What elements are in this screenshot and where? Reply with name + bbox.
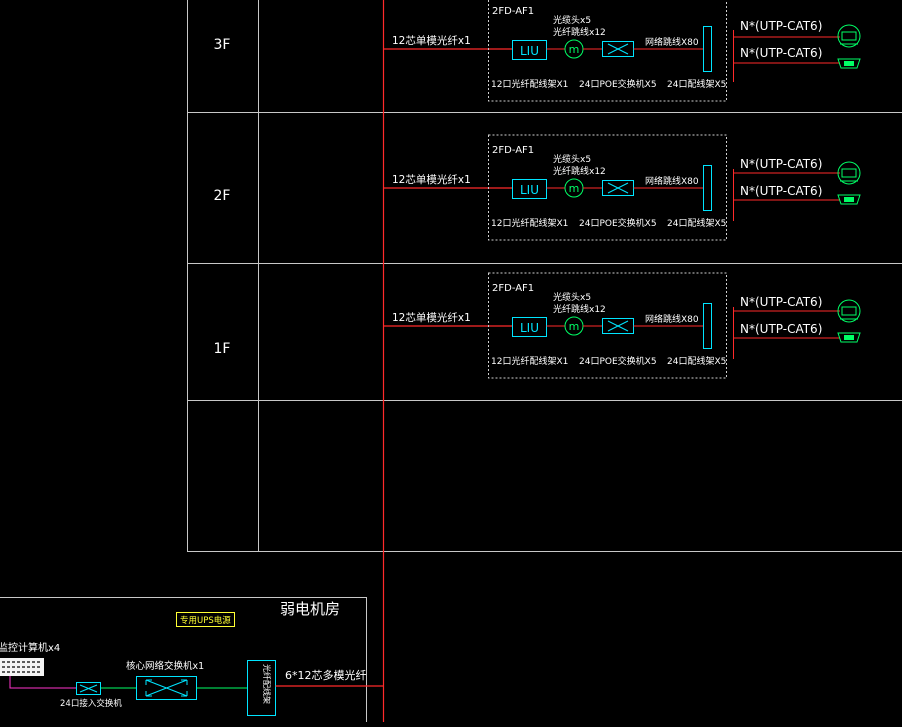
patch-panel-description: 24口配线架X5 xyxy=(667,217,726,229)
fiber-panel-icon xyxy=(247,660,276,716)
poe-cable-label: 网络跳线X80 xyxy=(645,313,699,325)
distribution-box xyxy=(488,0,727,102)
monitor-link-line xyxy=(9,676,76,689)
vertical-bar-icon xyxy=(703,26,712,72)
cross-box-icon xyxy=(76,682,101,695)
jumper-label-2: 光纤跳线x12 xyxy=(553,165,606,177)
outlet-cable-label-1: N*(UTP-CAT6) xyxy=(740,295,822,309)
floor-table xyxy=(187,0,902,552)
media-label: m xyxy=(569,320,580,333)
box-title: 2FD-AF1 xyxy=(492,283,534,294)
ups-box xyxy=(176,612,235,627)
feed-cable-label: 12芯单模光纤x1 xyxy=(392,173,471,186)
vertical-bar-icon xyxy=(703,165,712,211)
liu-label: LIU xyxy=(520,321,539,335)
patch-panel-description: 24口配线架X5 xyxy=(667,78,726,90)
distribution-box xyxy=(488,134,727,241)
jumper-label-1: 光缆头x5 xyxy=(553,14,591,26)
liu-description: 12口光纤配线架X1 xyxy=(491,217,568,229)
cross-box-icon xyxy=(602,180,634,196)
poe-switch-description: 24口POE交换机X5 xyxy=(579,355,657,367)
media-label: m xyxy=(569,43,580,56)
machine-room-title: 弱电机房 xyxy=(280,600,340,618)
fiber-panel-label: 光纤配线架 xyxy=(262,664,272,704)
jumper-label-2: 光纤跳线x12 xyxy=(553,26,606,38)
liu-description: 12口光纤配线架X1 xyxy=(491,78,568,90)
rj45-outlet-icon xyxy=(837,58,861,69)
box-title: 2FD-AF1 xyxy=(492,6,534,17)
floor-label: 1F xyxy=(214,341,231,357)
floor-label: 3F xyxy=(214,37,231,53)
outlet-cable-label-2: N*(UTP-CAT6) xyxy=(740,46,822,60)
poe-cable-label: 网络跳线X80 xyxy=(645,36,699,48)
jumper-label-2: 光纤跳线x12 xyxy=(553,303,606,315)
feed-cable-label: 12芯单模光纤x1 xyxy=(392,311,471,324)
outlet-cable-label-1: N*(UTP-CAT6) xyxy=(740,157,822,171)
machine-room: 弱电机房 专用UPS电源 监控计算机x4 24口接入交换机 核心网络交换机x1 … xyxy=(0,597,384,727)
ups-label: 专用UPS电源 xyxy=(180,615,231,626)
outlet-cable-label-2: N*(UTP-CAT6) xyxy=(740,322,822,336)
vertical-bar-icon xyxy=(703,303,712,349)
patch-panel-description: 24口配线架X5 xyxy=(667,355,726,367)
liu-label: LIU xyxy=(520,183,539,197)
liu-label: LIU xyxy=(520,44,539,58)
liu-panel-icon xyxy=(512,179,547,199)
rj45-outlet-icon xyxy=(837,24,861,48)
floor-3f: 3F 12芯单模光纤x1 2FD-AF1 LIU m 光缆头x5 光纤跳线x12… xyxy=(214,0,861,102)
rj45-outlet-icon xyxy=(837,194,861,205)
access-switch-label: 24口接入交换机 xyxy=(60,698,122,709)
liu-panel-icon xyxy=(512,40,547,60)
feed-cable-label: 12芯单模光纤x1 xyxy=(392,34,471,47)
distribution-box xyxy=(488,272,727,379)
liu-description: 12口光纤配线架X1 xyxy=(491,355,568,367)
poe-switch-description: 24口POE交换机X5 xyxy=(579,78,657,90)
box-title: 2FD-AF1 xyxy=(492,145,534,156)
media-label: m xyxy=(569,182,580,195)
poe-cable-label: 网络跳线X80 xyxy=(645,175,699,187)
monitor-label: 监控计算机x4 xyxy=(0,641,60,654)
core-switch-icon xyxy=(136,676,197,700)
monitor-computer-icon xyxy=(0,658,44,676)
rj45-outlet-icon xyxy=(837,161,861,185)
cross-box-icon xyxy=(602,318,634,334)
floor-2f: 2F 12芯单模光纤x1 2FD-AF1 LIU m 光缆头x5 光纤跳线x12… xyxy=(214,134,861,241)
floor-1f: 1F 12芯单模光纤x1 2FD-AF1 LIU m 光缆头x5 光纤跳线x12… xyxy=(214,272,861,379)
poe-switch-description: 24口POE交换机X5 xyxy=(579,217,657,229)
jumper-label-1: 光缆头x5 xyxy=(553,153,591,165)
trunk-fiber-label: 6*12芯多模光纤 xyxy=(285,668,367,682)
outlet-cable-label-1: N*(UTP-CAT6) xyxy=(740,19,822,33)
rj45-outlet-icon xyxy=(837,332,861,343)
rj45-outlet-icon xyxy=(837,299,861,323)
cross-box-icon xyxy=(602,41,634,57)
floor-label: 2F xyxy=(214,188,231,204)
jumper-label-1: 光缆头x5 xyxy=(553,291,591,303)
core-switch-label: 核心网络交换机x1 xyxy=(126,660,204,672)
liu-panel-icon xyxy=(512,317,547,337)
machine-room-frame xyxy=(0,597,367,727)
outlet-cable-label-2: N*(UTP-CAT6) xyxy=(740,184,822,198)
